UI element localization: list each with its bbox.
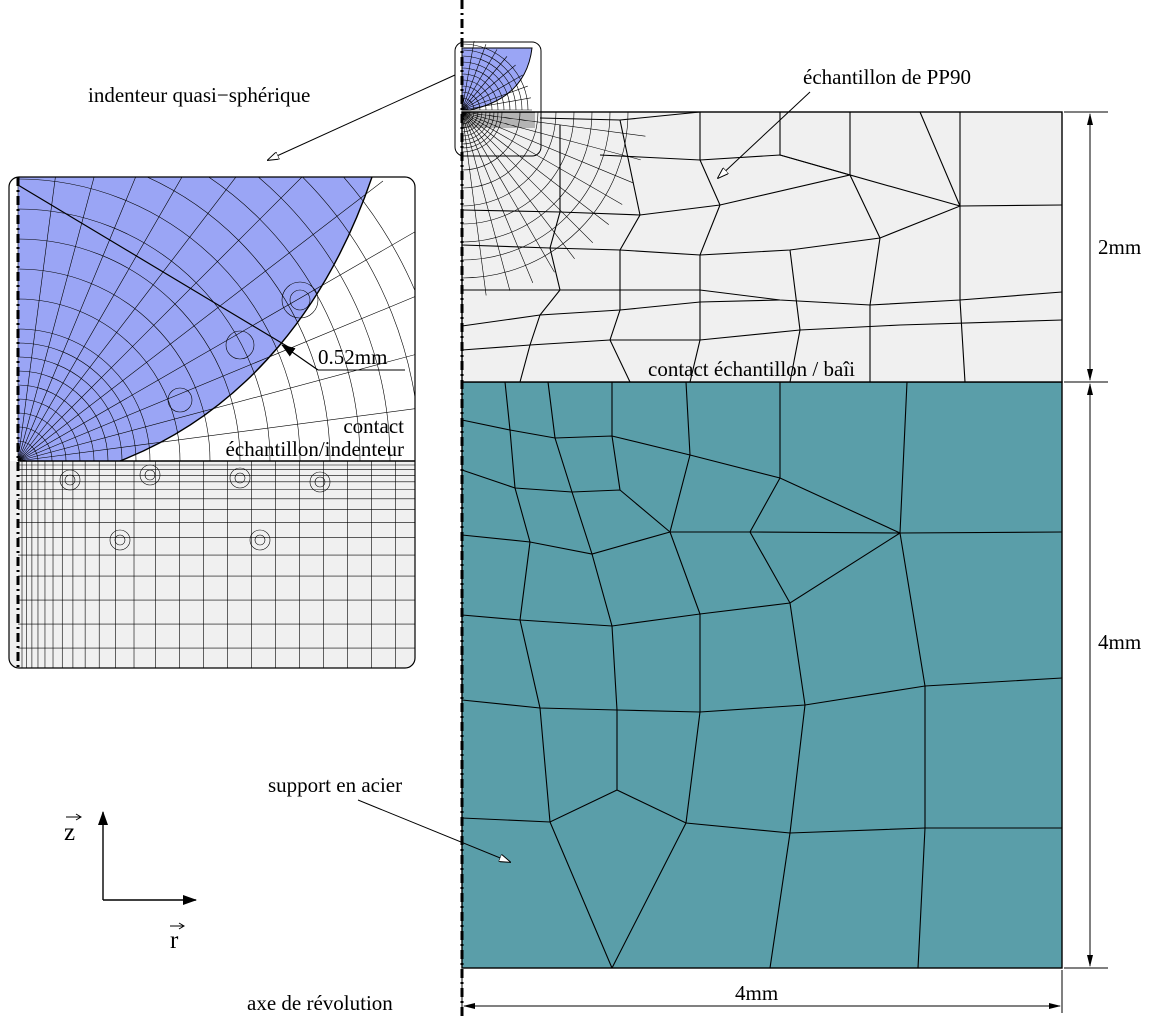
z-vector-head xyxy=(75,813,82,821)
inset-frame xyxy=(8,176,416,669)
sample-mesh xyxy=(461,111,1063,383)
label-contact-line1: contact xyxy=(343,414,404,438)
dim-label-bg-1 xyxy=(1094,232,1156,262)
inset-indenter-outline xyxy=(119,177,373,462)
radius-line xyxy=(17,184,291,349)
r-vector-head xyxy=(178,922,185,930)
label-z-axis: z xyxy=(64,819,75,846)
inset-sample-mesh xyxy=(18,461,415,668)
zoom-box xyxy=(454,41,542,157)
sample-pointer-arrow xyxy=(718,91,811,178)
inset-sample-area xyxy=(9,461,415,668)
label-contact-base: contact échantillon / baîi xyxy=(648,357,855,381)
label-axis: axe de révolution xyxy=(247,991,393,1015)
label-r-axis: r xyxy=(170,927,179,954)
indenter-pointer-arrow xyxy=(268,74,456,160)
label-dim-support-height: 4mm xyxy=(1098,630,1141,654)
inset-indenter-mesh xyxy=(17,177,415,462)
label-support: support en acier xyxy=(268,773,402,797)
main-model xyxy=(454,40,1063,969)
support-pointer-arrow xyxy=(357,799,510,862)
radius-pointer-arrow xyxy=(281,344,319,371)
inset-indenter xyxy=(18,177,372,461)
dim-label-bg-2 xyxy=(1094,627,1156,657)
label-radius: 0.52mm xyxy=(318,345,387,369)
label-dim-sample-height: 2mm xyxy=(1098,235,1141,259)
zoom-inset xyxy=(8,176,416,669)
pp90-sample-block xyxy=(461,111,1063,383)
label-sample: échantillon de PP90 xyxy=(803,65,971,89)
coordinate-system: z r xyxy=(64,811,197,954)
support-mesh xyxy=(461,381,1063,969)
label-indenter: indenteur quasi−sphérique xyxy=(88,83,310,107)
steel-support-block xyxy=(461,381,1063,969)
label-dim-width: 4mm xyxy=(735,981,778,1005)
label-contact-line2: échantillon/indenteur xyxy=(226,437,404,461)
dimensions: 2mm 4mm 4mm xyxy=(461,111,1156,1013)
indenter-small-mesh xyxy=(461,40,532,111)
